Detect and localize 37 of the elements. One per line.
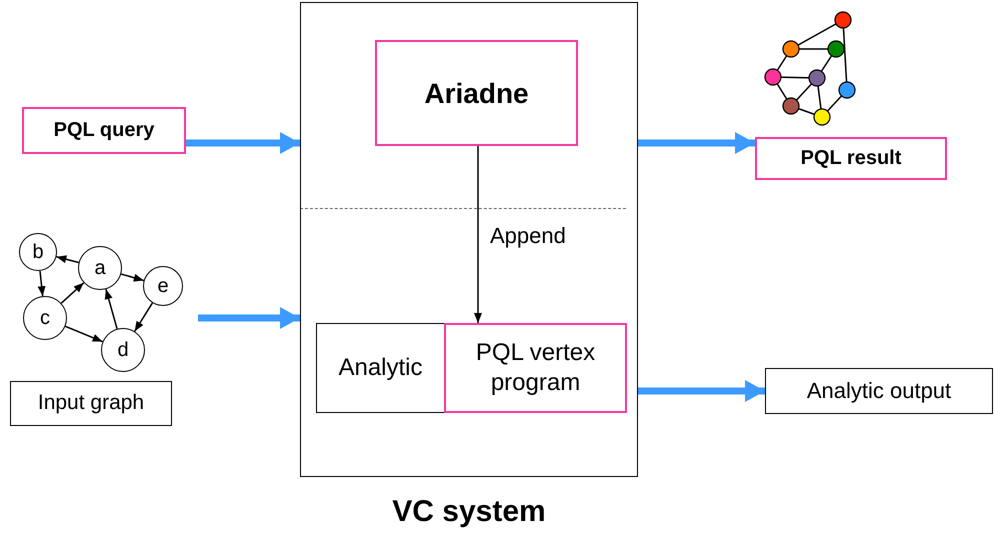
node-label: c [39,306,51,330]
graph-vertex [143,266,183,306]
graph-vertex [101,328,145,372]
graph-vertex [19,233,57,271]
node-label: PQL result [800,146,902,171]
output-box [765,368,993,414]
input-box [10,381,172,426]
arrow [474,146,482,323]
flow-arrow [638,132,755,154]
arrow [38,270,46,296]
graph-vertex [23,296,67,340]
component-box [316,323,445,413]
node-label: Input graph [36,390,146,416]
arrow [120,273,144,282]
node-label: e [156,274,170,298]
node-label: PQL query [52,118,156,143]
node-label: Ariadne [423,76,530,110]
arrow [56,255,79,264]
flow-arrow [186,132,300,154]
system-label: VC system [392,494,546,530]
flow-arrow [198,307,300,329]
component-box [444,323,627,413]
arrow [60,282,84,304]
node-label: d [116,338,130,362]
node-label: Analytic output [806,377,952,405]
node-label: b [31,240,45,264]
result-box [755,137,947,180]
node-label: Analytic [337,353,424,383]
graph-vertex [78,246,122,290]
arrow [104,288,118,330]
node-label: a [93,256,107,280]
arrow [65,326,103,342]
flow-arrow [638,380,765,402]
component-box [375,40,578,146]
query-box [22,107,186,154]
arrow [134,302,154,332]
node-label: PQL vertex program [474,338,596,398]
